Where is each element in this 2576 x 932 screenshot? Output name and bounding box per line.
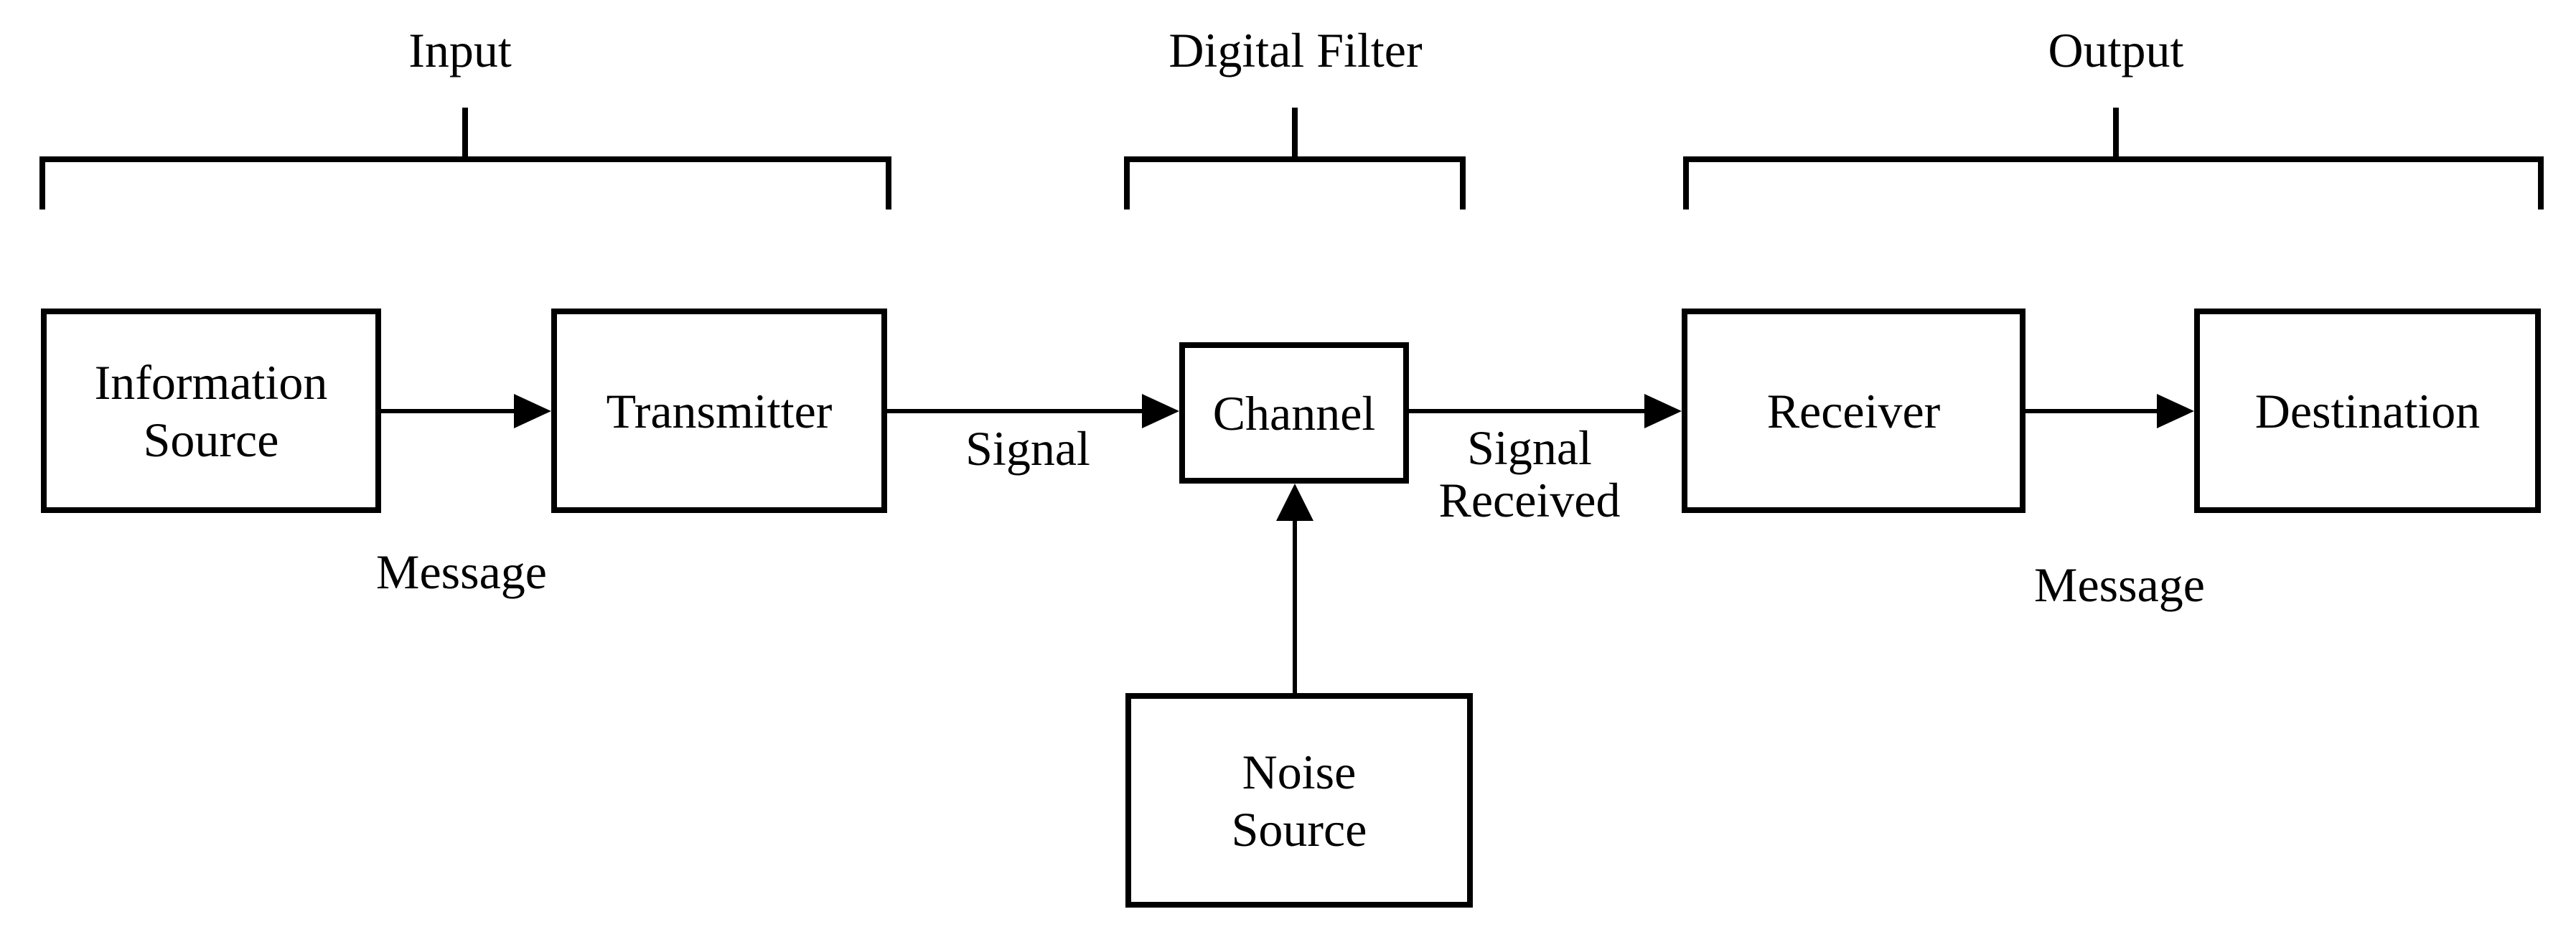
transmitter-label: Transmitter: [606, 383, 833, 438]
digital-filter-bracket-bar: [1124, 156, 1466, 162]
arrow-line: [887, 409, 1145, 413]
arrowhead-right: [514, 394, 551, 428]
arrow-line: [1409, 409, 1647, 413]
input-bracket-right-tick: [886, 156, 891, 210]
digital-filter-bracket-center-tick: [1292, 108, 1298, 156]
arrowhead-right: [1142, 394, 1179, 428]
receiver-label: Receiver: [1766, 383, 1941, 438]
message-in-label: Message: [376, 545, 547, 599]
transmitter-box: Transmitter: [551, 309, 887, 513]
channel-box: Channel: [1179, 342, 1409, 484]
input-bracket-bar: [39, 156, 891, 162]
destination-box: Destination: [2194, 309, 2541, 513]
arrowhead-right: [1644, 394, 1682, 428]
channel-label: Channel: [1212, 385, 1376, 441]
input-group-label: Input: [408, 23, 512, 77]
input-bracket-left-tick: [39, 156, 45, 210]
arrowhead-up: [1276, 484, 1313, 521]
digital-filter-bracket-left-tick: [1124, 156, 1130, 210]
output-group-label: Output: [2048, 23, 2184, 77]
message-out-label: Message: [2034, 557, 2205, 612]
digital-filter-group-label: Digital Filter: [1168, 23, 1423, 77]
arrow-line: [1293, 518, 1297, 693]
receiver-box: Receiver: [1682, 309, 2025, 513]
arrow-line: [2025, 409, 2160, 413]
arrow-line: [381, 409, 517, 413]
signal-label: Signal: [965, 421, 1090, 476]
arrowhead-right: [2157, 394, 2194, 428]
digital-filter-bracket-right-tick: [1460, 156, 1466, 210]
output-bracket-bar: [1683, 156, 2544, 162]
destination-label: Destination: [2254, 383, 2481, 438]
output-bracket-left-tick: [1683, 156, 1689, 210]
input-bracket-center-tick: [462, 108, 468, 156]
output-bracket-right-tick: [2538, 156, 2544, 210]
output-bracket-center-tick: [2113, 108, 2119, 156]
